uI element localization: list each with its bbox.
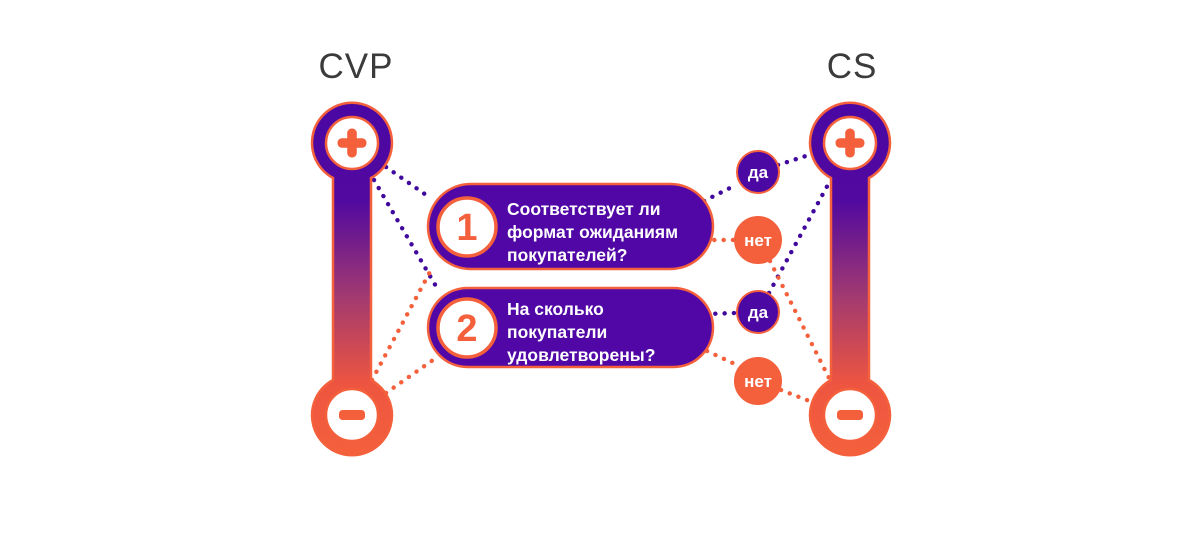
- answer-no-1-circle: [734, 216, 782, 264]
- minus-icon: [339, 410, 365, 420]
- question-pill-2: 2 На сколько покупатели удовлетворены?: [426, 286, 715, 369]
- question-2-text: На сколько покупатели удовлетворены?: [507, 299, 655, 365]
- cvp-pole-bone: [310, 101, 394, 457]
- connector-minus-left-to-q1: [369, 267, 434, 383]
- answer-yes-2-circle: [736, 290, 780, 334]
- cvp-pole: [310, 101, 394, 457]
- cs-pole-bone: [808, 101, 892, 457]
- answer-no-2: нет: [734, 357, 782, 405]
- answer-no-2-label: нет: [744, 372, 772, 391]
- question-2-number: 2: [456, 308, 477, 350]
- answer-yes-1-circle: [736, 150, 780, 194]
- minus-icon: [837, 410, 863, 420]
- connector-no1-to-minus-right: [767, 258, 833, 383]
- question-2-line-2: покупатели: [507, 322, 607, 342]
- question-2-line-1: На сколько: [507, 299, 604, 319]
- connector-plus-left-to-q1: [383, 164, 432, 200]
- answer-yes-2: да: [736, 290, 780, 334]
- question-1-number: 1: [456, 207, 477, 249]
- question-1-line-2: формат ожиданиям: [507, 222, 678, 242]
- answer-yes-2-label: да: [748, 303, 769, 322]
- connector-q2-to-no2: [704, 348, 740, 368]
- question-1-pill-shape: [426, 182, 715, 271]
- connector-q1-to-yes1: [701, 182, 739, 204]
- answer-no-1-label: нет: [744, 231, 772, 250]
- answer-yes-1-label: да: [748, 163, 769, 182]
- plus-icon: [337, 128, 367, 158]
- answer-no-2-circle: [734, 357, 782, 405]
- connector-no2-to-minus-right: [778, 387, 815, 405]
- question-1-line-1: Соответствует ли: [507, 199, 660, 219]
- plus-icon: [835, 128, 865, 158]
- question-1-text: Соответствует ли формат ожиданиям покупа…: [507, 199, 683, 265]
- answer-no-1: нет: [734, 216, 782, 264]
- connector-yes1-to-plus-right: [775, 151, 815, 168]
- question-1-line-3: покупателей?: [507, 245, 627, 265]
- question-1-number-circle: [436, 196, 498, 258]
- question-pill-1: 1 Соответствует ли формат ожиданиям поку…: [426, 182, 715, 271]
- connector-plus-left-to-q2: [371, 177, 440, 291]
- cs-pole: [808, 101, 892, 457]
- question-2-number-circle: [436, 297, 498, 359]
- question-2-pill-shape: [426, 286, 715, 369]
- connector-minus-left-to-q2: [383, 357, 436, 396]
- cvp-label: CVP: [319, 47, 394, 86]
- cs-label: CS: [827, 47, 878, 86]
- question-2-line-3: удовлетворены?: [507, 345, 655, 365]
- answer-yes-1: да: [736, 150, 780, 194]
- connector-yes2-to-plus-right: [766, 178, 833, 296]
